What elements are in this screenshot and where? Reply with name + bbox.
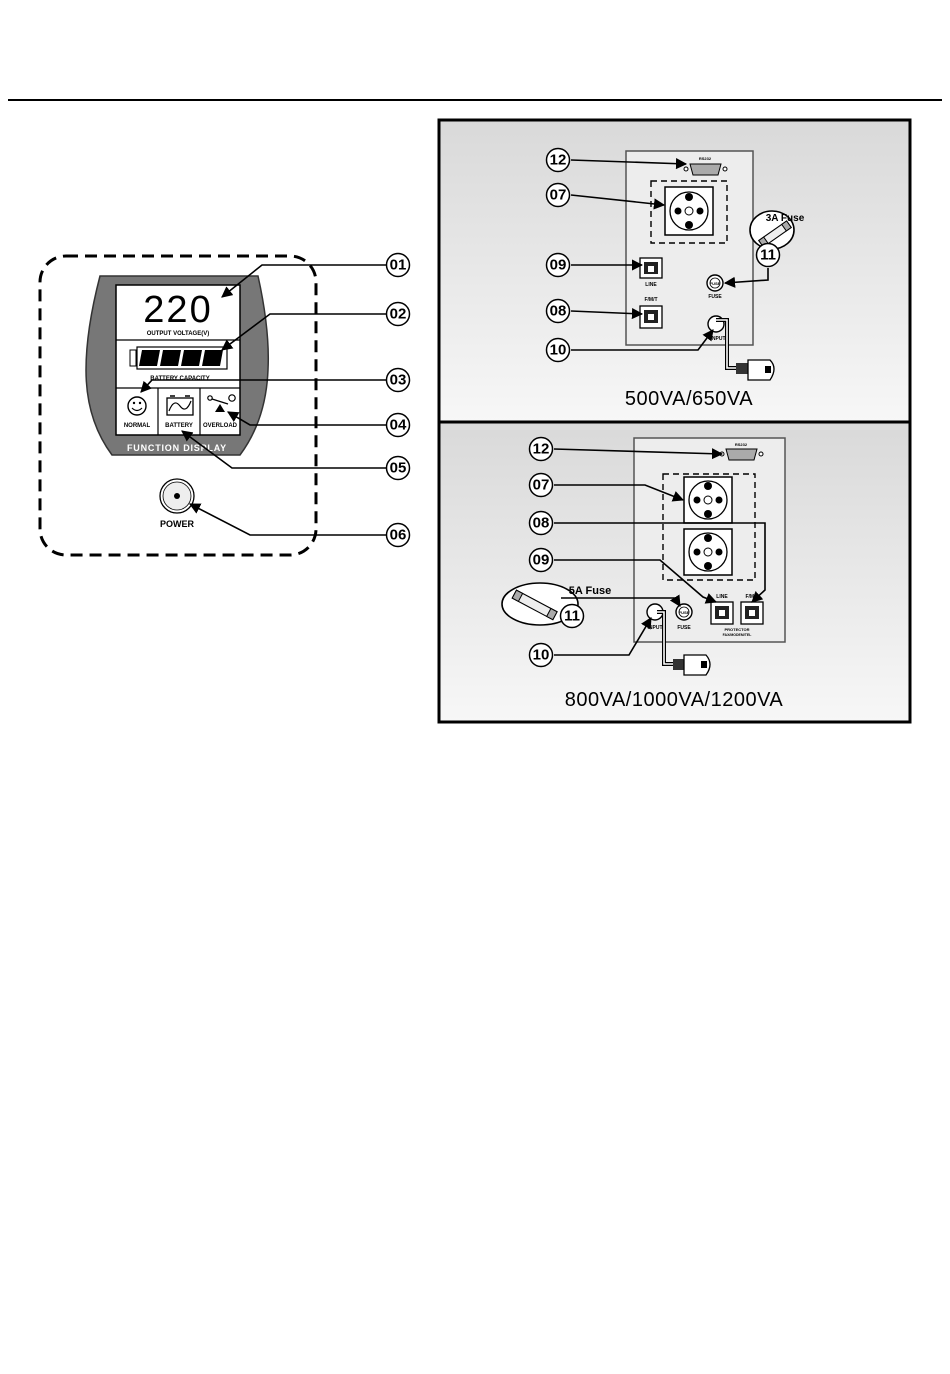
svg-text:11: 11 [760, 247, 776, 264]
normal-label: NORMAL [124, 423, 151, 429]
rear-panel-large-diagram: RS232 LINE [439, 422, 910, 722]
svg-text:RS232: RS232 [699, 156, 712, 161]
svg-text:07: 07 [550, 187, 567, 204]
callout-05: 05 [387, 457, 410, 480]
model-label-large: 800VA/1000VA/1200VA [565, 689, 784, 711]
svg-text:05: 05 [390, 460, 407, 477]
svg-text:09: 09 [533, 552, 550, 569]
svg-text:RS232: RS232 [735, 442, 748, 447]
svg-text:02: 02 [390, 306, 407, 323]
ac-outlet-large-2 [684, 529, 732, 575]
ac-outlet-small [665, 187, 713, 235]
callout-01: 01 [387, 254, 410, 277]
callout-08-large: 08 [530, 512, 553, 535]
svg-text:10: 10 [550, 342, 567, 359]
callout-12-small: 12 [547, 149, 570, 172]
output-voltage-label: OUTPUT VOLTAGE(V) [147, 331, 209, 337]
svg-text:01: 01 [390, 257, 407, 274]
front-panel-diagram: 220 OUTPUT VOLTAGE(V) BATTERY CAPACITY N… [40, 254, 410, 556]
callout-11-small: 11 [757, 244, 780, 267]
battery-capacity-gauge [130, 347, 227, 369]
svg-text:07: 07 [533, 477, 550, 494]
svg-text:FUSE: FUSE [708, 294, 722, 300]
svg-text:10: 10 [533, 647, 550, 664]
svg-text:3A Fuse: 3A Fuse [766, 213, 805, 224]
protector-label: PROTECTOR [724, 627, 749, 632]
callout-11-large: 11 [561, 605, 584, 628]
svg-text:FUSE: FUSE [677, 625, 691, 631]
rear-panel-small-diagram: RS232 LINE F/M/T [439, 120, 910, 422]
callout-04: 04 [387, 414, 410, 437]
fuse-holder-small: FUSE FUSE [707, 275, 723, 300]
model-label-small: 500VA/650VA [625, 388, 753, 410]
svg-text:08: 08 [533, 515, 550, 532]
svg-text:F/M/T: F/M/T [644, 297, 657, 303]
svg-text:FUSE: FUSE [710, 281, 721, 286]
svg-text:08: 08 [550, 303, 567, 320]
svg-text:03: 03 [390, 372, 407, 389]
callout-09-large: 09 [530, 549, 553, 572]
callout-07-large: 07 [530, 474, 553, 497]
svg-text:LINE: LINE [645, 282, 657, 288]
callout-08-small: 08 [547, 300, 570, 323]
callout-06: 06 [387, 524, 410, 547]
svg-text:LINE: LINE [716, 594, 728, 600]
callout-10-small: 10 [547, 339, 570, 362]
svg-text:09: 09 [550, 257, 567, 274]
ac-outlet-large-1 [684, 477, 732, 523]
svg-text:INPUT: INPUT [711, 336, 726, 342]
callout-10-large: 10 [530, 644, 553, 667]
battery-label: BATTERY [165, 423, 193, 429]
callout-09-small: 09 [547, 254, 570, 277]
svg-text:12: 12 [550, 152, 567, 169]
svg-text:5A Fuse: 5A Fuse [569, 585, 611, 597]
svg-text:06: 06 [390, 527, 407, 544]
ac-input-large: INPUT [647, 604, 663, 631]
function-display-label: FUNCTION DISPLAY [127, 443, 227, 453]
callout-07-small: 07 [547, 184, 570, 207]
callout-02: 02 [387, 303, 410, 326]
svg-text:04: 04 [390, 417, 407, 434]
power-label: POWER [160, 519, 195, 529]
overload-label: OVERLOAD [203, 423, 238, 429]
callout-12-large: 12 [530, 438, 553, 461]
svg-text:FUSE: FUSE [679, 610, 690, 615]
svg-text:INPUT: INPUT [648, 625, 663, 631]
fuse-holder-large: FUSE FUSE [676, 604, 692, 631]
svg-text:11: 11 [564, 608, 580, 625]
callout-03: 03 [387, 369, 410, 392]
battery-capacity-label: BATTERY CAPACITY [150, 376, 209, 382]
power-button-drawing [160, 479, 194, 513]
voltage-reading: 220 [143, 289, 212, 331]
svg-text:12: 12 [533, 441, 550, 458]
protector-sub-label: FAX/MODEM/TEL [723, 633, 753, 637]
